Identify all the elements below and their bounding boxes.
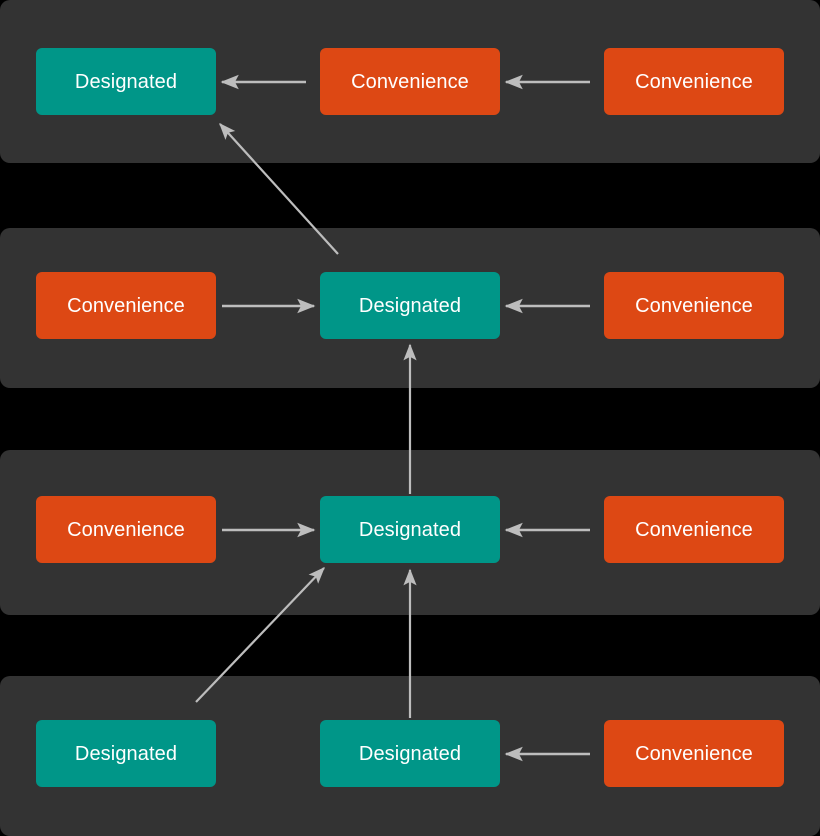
node-label: Convenience	[635, 742, 753, 765]
node-label: Designated	[74, 742, 178, 765]
panel-group-1: Designated Convenience Convenience	[0, 0, 820, 163]
panel-group-3: Convenience Designated Convenience	[0, 450, 820, 615]
node-designated-4-2[interactable]: Designated	[320, 720, 500, 787]
node-label: Convenience	[635, 294, 753, 317]
node-label: Convenience	[635, 518, 753, 541]
node-label: Designated	[358, 294, 462, 317]
panel-group-2: Convenience Designated Convenience	[0, 228, 820, 388]
node-label: Convenience	[67, 518, 185, 541]
node-designated-4-1[interactable]: Designated	[36, 720, 216, 787]
node-label: Convenience	[351, 70, 469, 93]
node-convenience-2-1[interactable]: Convenience	[36, 272, 216, 339]
node-label: Convenience	[635, 70, 753, 93]
panel-group-4: Designated Designated Convenience	[0, 676, 820, 836]
edge-group	[195, 74, 590, 762]
node-designated-2-2[interactable]: Designated	[320, 272, 500, 339]
node-convenience-3-1[interactable]: Convenience	[36, 496, 216, 563]
node-label: Convenience	[67, 294, 185, 317]
node-convenience-3-3[interactable]: Convenience	[604, 496, 784, 563]
node-label: Designated	[74, 70, 178, 93]
node-convenience-2-3[interactable]: Convenience	[604, 272, 784, 339]
node-designated-3-2[interactable]: Designated	[320, 496, 500, 563]
node-label: Designated	[358, 518, 462, 541]
node-convenience-1-2[interactable]: Convenience	[320, 48, 500, 115]
node-designated-1-1[interactable]: Designated	[36, 48, 216, 115]
node-convenience-4-3[interactable]: Convenience	[604, 720, 784, 787]
node-label: Designated	[358, 742, 462, 765]
node-convenience-1-3[interactable]: Convenience	[604, 48, 784, 115]
